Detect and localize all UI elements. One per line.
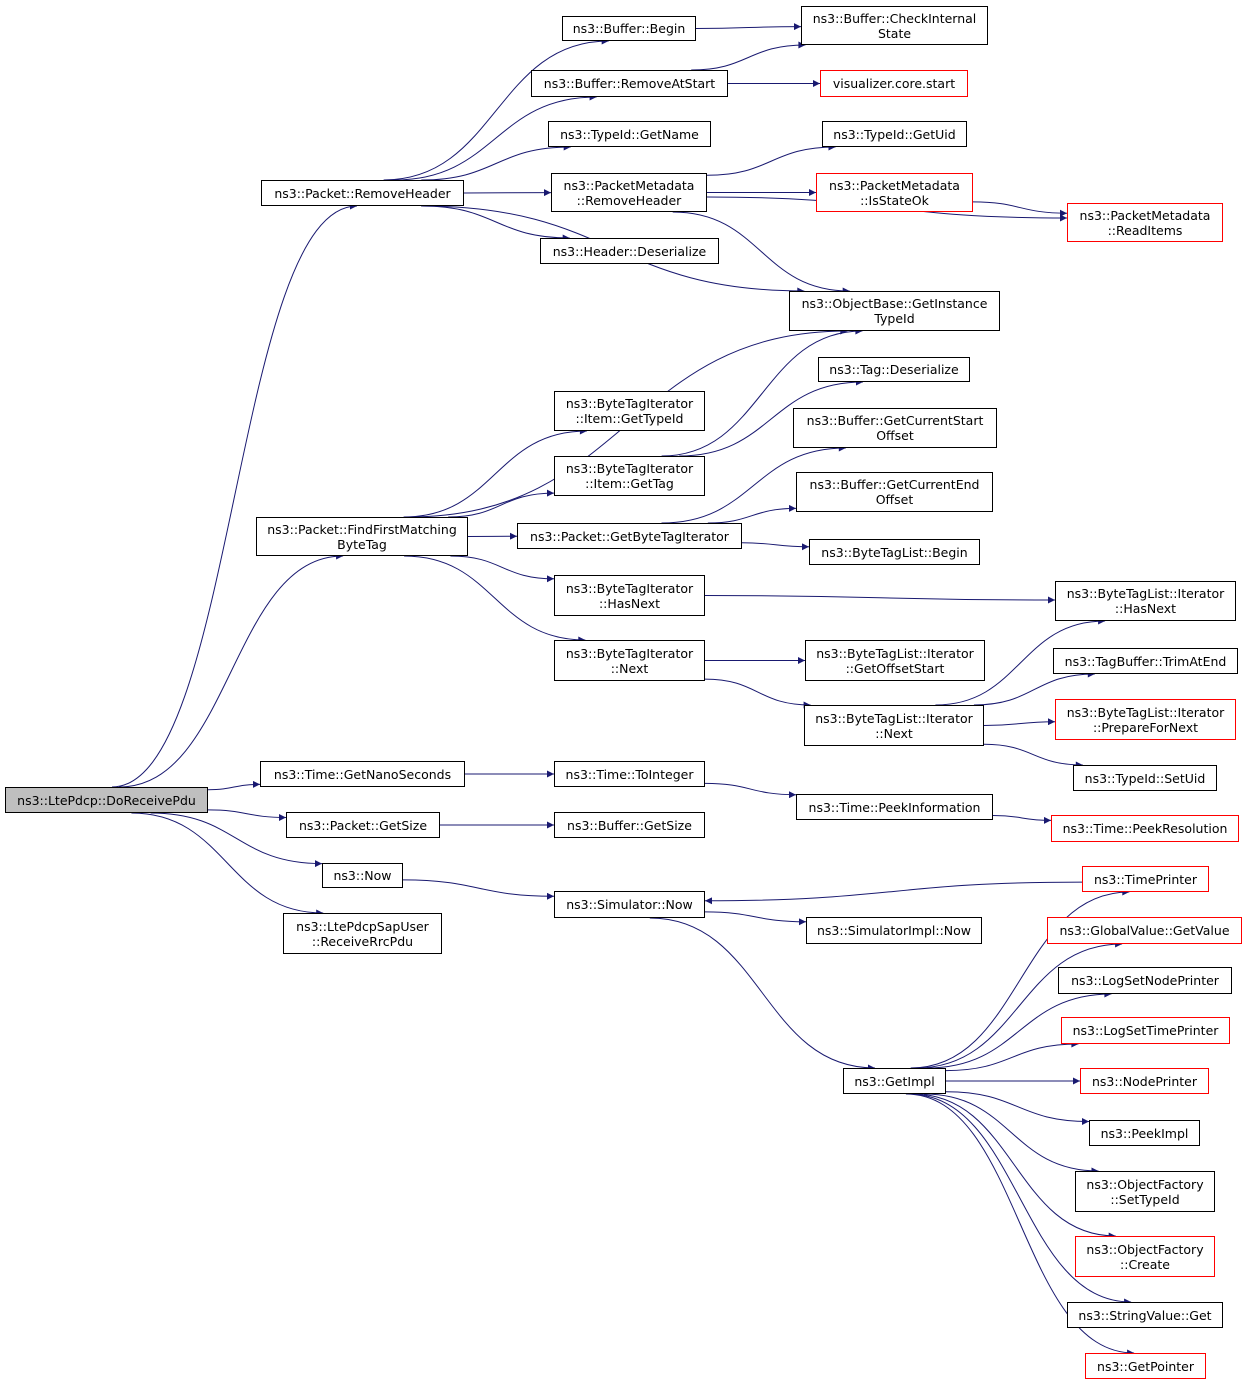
node-getpointer[interactable]: ns3::GetPointer [1085,1353,1206,1379]
node-bytetaglist-iterator-hasnext[interactable]: ns3::ByteTagList::Iterator ::HasNext [1055,581,1236,621]
node-buffer-getsize[interactable]: ns3::Buffer::GetSize [554,812,705,838]
edge-n_bti_item_tag-to-n_tag_deser [679,378,864,457]
edge-n_getimpl-to-n_peekimpl [945,1091,1090,1125]
node-visualizer-core-start[interactable]: visualizer.core.start [820,70,968,97]
edge-n_sim_now-to-n_getimpl [649,917,876,1072]
node-globalvalue-getvalue[interactable]: ns3::GlobalValue::GetValue [1047,917,1242,944]
node-packet-removeheader[interactable]: ns3::Packet::RemoveHeader [261,180,464,206]
node-simulatorimpl-now[interactable]: ns3::SimulatorImpl::Now [806,917,982,944]
node-logsetnodeprinter[interactable]: ns3::LogSetNodePrinter [1058,967,1232,994]
node-ltepdcp-doreceivepdu: ns3::LtePdcp::DoReceivePdu [5,787,208,813]
node-tagbuffer-trimatend[interactable]: ns3::TagBuffer::TrimAtEnd [1053,648,1238,674]
edge-n_bti_hasnext-to-n_btli_hasnext [704,595,1056,604]
node-nodeprinter[interactable]: ns3::NodePrinter [1080,1068,1209,1094]
edge-n_rmhdr-to-n_buf_begin [383,37,609,181]
node-buffer-getcurrentendoffset[interactable]: ns3::Buffer::GetCurrentEnd Offset [796,472,993,512]
edge-n_now-to-n_sim_now [402,879,555,900]
node-bytetaglist-iterator-preparefornext[interactable]: ns3::ByteTagList::Iterator ::PrepareForN… [1055,699,1236,740]
edge-n_getimpl-to-n_getpointer [905,1093,1135,1357]
edge-n_getimpl-to-n_lognode [926,990,1112,1069]
edge-n_pm_rmhdr-to-n_objbase [672,211,850,295]
edge-n_btli_next-to-n_btli_prep [983,718,1056,726]
edge-n_root-to-n_pkt_size [207,809,287,821]
node-packet-getsize[interactable]: ns3::Packet::GetSize [286,812,440,838]
node-now[interactable]: ns3::Now [322,863,403,888]
edge-n_root-to-n_rmhdr [111,202,358,788]
node-objectbase-getinstancetypeid[interactable]: ns3::ObjectBase::GetInstance TypeId [789,291,1000,331]
node-time-getnanoseconds[interactable]: ns3::Time::GetNanoSeconds [260,761,465,787]
edge-n_ffmbt-to-n_bti_hasnext [450,555,555,583]
edge-n_rmhdr-to-n_buf_rmstart [394,93,597,181]
edge-n_root-to-n_now [150,812,323,868]
edge-n_getimpl-to-n_of_create [913,1093,1116,1240]
node-getimpl[interactable]: ns3::GetImpl [843,1068,946,1094]
node-tag-deserialize[interactable]: ns3::Tag::Deserialize [818,357,970,382]
edge-n_bti_item_tag-to-n_objbase [661,327,863,457]
node-stringvalue-get[interactable]: ns3::StringValue::Get [1067,1302,1223,1328]
node-bytetaglist-iterator-next[interactable]: ns3::ByteTagList::Iterator ::Next [804,705,984,746]
edge-n_ffmbt-to-n_bti_next [404,555,586,644]
node-bytetagiterator-item-gettypeid[interactable]: ns3::ByteTagIterator ::Item::GetTypeId [554,391,705,431]
node-bytetagiterator-item-gettag[interactable]: ns3::ByteTagIterator ::Item::GetTag [554,456,705,496]
edge-n_getimpl-to-n_timeprinter [910,888,1130,1069]
edge-n_getimpl-to-n_strval_get [908,1093,1132,1306]
edge-n_pm_rmhdr-to-n_tid_uid [706,143,836,176]
node-time-tointeger[interactable]: ns3::Time::ToInteger [554,761,705,787]
node-time-peekresolution[interactable]: ns3::Time::PeekResolution [1051,815,1239,842]
edge-n_bti_next-to-n_btli_next [704,678,811,709]
node-simulator-now[interactable]: ns3::Simulator::Now [554,891,705,918]
edge-n_gbti-to-n_buf_curend [707,504,797,524]
node-typeid-getuid[interactable]: ns3::TypeId::GetUid [822,121,967,147]
edge-n_timeprinter-to-n_sim_now [704,881,1083,905]
node-ltepdcpsapuser-receiverrcpdu[interactable]: ns3::LtePdcpSapUser ::ReceiveRrcPdu [283,913,442,954]
edge-n_ffmbt-to-n_bti_item_tid [403,427,587,518]
edge-n_buf_begin-to-n_buf_check [695,23,802,31]
node-packet-getbytetagiterator[interactable]: ns3::Packet::GetByteTagIterator [517,523,742,549]
node-peekimpl[interactable]: ns3::PeekImpl [1089,1120,1200,1146]
edge-n_time_toint-to-n_time_peekinfo [704,782,797,799]
node-packetmetadata-removeheader[interactable]: ns3::PacketMetadata ::RemoveHeader [551,173,707,212]
edge-n_btli_next-to-n_btli_hasnext [935,617,1106,706]
node-buffer-removeatstart[interactable]: ns3::Buffer::RemoveAtStart [531,70,728,97]
node-buffer-checkinternalstate[interactable]: ns3::Buffer::CheckInternal State [801,6,988,45]
node-bytetagiterator-hasnext[interactable]: ns3::ByteTagIterator ::HasNext [554,575,705,616]
edge-n_btli_next-to-n_tid_setuid [983,743,1083,769]
edge-n_rmhdr-to-n_hdr_deser [422,205,570,242]
edge-n_root-to-n_ffmbt [119,552,344,788]
node-bytetaglist-iterator-getoffsetstart[interactable]: ns3::ByteTagList::Iterator ::GetOffsetSt… [805,640,985,681]
node-packetmetadata-isstateok[interactable]: ns3::PacketMetadata ::IsStateOk [816,173,973,212]
edge-n_getimpl-to-n_logtime [945,1040,1079,1072]
node-typeid-setuid[interactable]: ns3::TypeId::SetUid [1073,765,1217,791]
node-logsettimeprinter[interactable]: ns3::LogSetTimePrinter [1061,1017,1230,1044]
node-bytetaglist-begin[interactable]: ns3::ByteTagList::Begin [809,539,980,565]
edge-n_root-to-n_sapuser [131,812,324,917]
node-packet-findfirstmatchingbytetag[interactable]: ns3::Packet::FindFirstMatching ByteTag [256,517,468,556]
edge-n_root-to-n_time_nano [207,780,261,791]
edge-n_getimpl-to-n_gv_getvalue [916,940,1123,1069]
node-bytetagiterator-next[interactable]: ns3::ByteTagIterator ::Next [554,640,705,681]
edge-n_btli_next-to-n_tagbuf_trim [973,670,1095,706]
edge-n_getimpl-to-n_of_settid [923,1093,1099,1175]
node-objectfactory-create[interactable]: ns3::ObjectFactory ::Create [1075,1236,1215,1277]
edge-n_gbti-to-n_btl_begin [741,542,810,551]
node-buffer-begin[interactable]: ns3::Buffer::Begin [562,16,696,41]
edge-n_rmhdr-to-n_tid_name [421,143,571,181]
node-header-deserialize[interactable]: ns3::Header::Deserialize [540,238,719,264]
edge-n_time_peekinfo-to-n_time_peekres [992,815,1052,824]
edge-n_sim_now-to-n_simimpl_now [704,911,807,926]
node-time-peekinformation[interactable]: ns3::Time::PeekInformation [796,794,993,820]
edge-n_pm_isok-to-n_pm_read [972,201,1068,217]
edge-n_ffmbt-to-n_bti_item_tag [448,489,555,518]
edge-n_buf_rmstart-to-n_buf_check [691,41,806,71]
node-buffer-getcurrentstartoffset[interactable]: ns3::Buffer::GetCurrentStart Offset [793,408,997,448]
edge-n_gbti-to-n_buf_curstart [661,444,846,524]
node-timeprinter[interactable]: ns3::TimePrinter [1082,866,1209,892]
node-packetmetadata-readitems[interactable]: ns3::PacketMetadata ::ReadItems [1067,203,1223,242]
node-typeid-getname[interactable]: ns3::TypeId::GetName [548,121,711,147]
node-objectfactory-settypeid[interactable]: ns3::ObjectFactory ::SetTypeId [1075,1171,1215,1212]
